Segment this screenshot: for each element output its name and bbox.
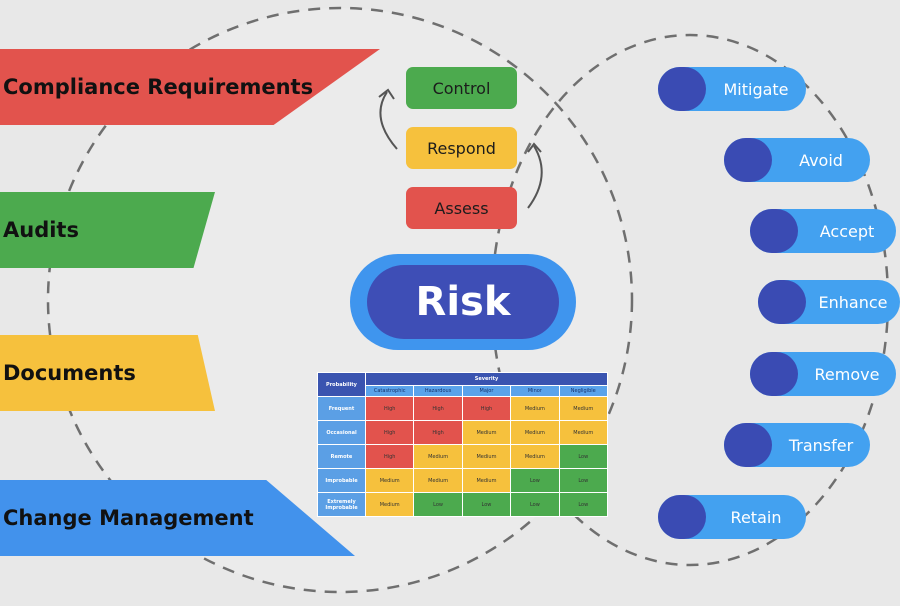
pill-label: Accept [819, 221, 875, 241]
control-box: Control [406, 67, 517, 109]
band-audits: Audits [0, 192, 215, 268]
severity-level: Major [461, 385, 512, 397]
risk-level-cell: High [413, 396, 463, 421]
risk-level-cell: High [461, 396, 512, 421]
pill-dot [724, 138, 772, 182]
risk-level-cell: Medium [510, 396, 560, 421]
matrix-corner: Probability [317, 372, 366, 397]
risk-level-cell: Medium [461, 468, 512, 493]
pill-dot [750, 209, 798, 253]
strategy-mitigate: Mitigate [658, 67, 806, 111]
pill-label: Retain [730, 507, 782, 527]
pill-dot [658, 67, 706, 111]
risk-level-cell: Low [413, 492, 463, 517]
severity-level: Catastrophic [364, 385, 415, 397]
risk-level-cell: Low [461, 492, 512, 517]
pill-dot [658, 495, 706, 539]
pill-label: Enhance [818, 292, 888, 312]
pill-dot [758, 280, 806, 324]
pill-dot [750, 352, 798, 396]
arrow-respond-to-control [379, 91, 398, 150]
risk-level-cell: Medium [364, 468, 415, 493]
risk-level-cell: Medium [413, 444, 463, 469]
risk-level-cell: Low [558, 492, 609, 517]
band-label: Audits [3, 218, 79, 242]
risk-level-cell: Low [510, 492, 560, 517]
probability-label: Extremely Improbable [317, 492, 366, 517]
probability-label: Remote [317, 444, 366, 469]
arrow-assess-to-respond [527, 145, 543, 209]
risk-label: Risk [367, 265, 559, 339]
risk-level-cell: Medium [364, 492, 415, 517]
risk-badge: Risk [350, 254, 576, 350]
band-label: Compliance Requirements [3, 75, 314, 99]
strategy-enhance: Enhance [758, 280, 900, 324]
strategy-remove: Remove [750, 352, 896, 396]
risk-level-cell: Low [510, 468, 560, 493]
matrix-severity-title: Severity [365, 372, 608, 386]
risk-level-cell: Medium [510, 444, 560, 469]
band-label: Documents [3, 361, 136, 385]
risk-level-cell: Low [558, 444, 609, 469]
strategy-accept: Accept [750, 209, 896, 253]
band-documents: Documents [0, 335, 215, 411]
probability-label: Frequent [317, 396, 366, 421]
pill-label: Transfer [788, 435, 854, 455]
strategy-transfer: Transfer [724, 423, 870, 467]
risk-level-cell: Medium [558, 420, 609, 445]
severity-level: Hazardous [413, 385, 463, 397]
severity-level: Negligible [558, 385, 609, 397]
risk-level-cell: High [364, 420, 415, 445]
pill-label: Remove [814, 364, 880, 384]
risk-level-cell: High [413, 420, 463, 445]
probability-label: Improbable [317, 468, 366, 493]
band-label: Change Management [3, 506, 254, 530]
strategy-avoid: Avoid [724, 138, 870, 182]
risk-level-cell: Medium [558, 396, 609, 421]
pill-label: Avoid [799, 150, 843, 170]
risk-level-cell: Low [558, 468, 609, 493]
risk-level-cell: Medium [510, 420, 560, 445]
risk-level-cell: Medium [461, 444, 512, 469]
risk-level-cell: High [364, 444, 415, 469]
risk-level-cell: High [364, 396, 415, 421]
assess-box: Assess [406, 187, 517, 229]
risk-level-cell: Medium [461, 420, 512, 445]
risk-level-cell: Medium [413, 468, 463, 493]
probability-label: Occasional [317, 420, 366, 445]
pill-dot [724, 423, 772, 467]
severity-level: Minor [510, 385, 560, 397]
pill-label: Mitigate [723, 79, 789, 99]
strategy-retain: Retain [658, 495, 806, 539]
respond-box: Respond [406, 127, 517, 169]
